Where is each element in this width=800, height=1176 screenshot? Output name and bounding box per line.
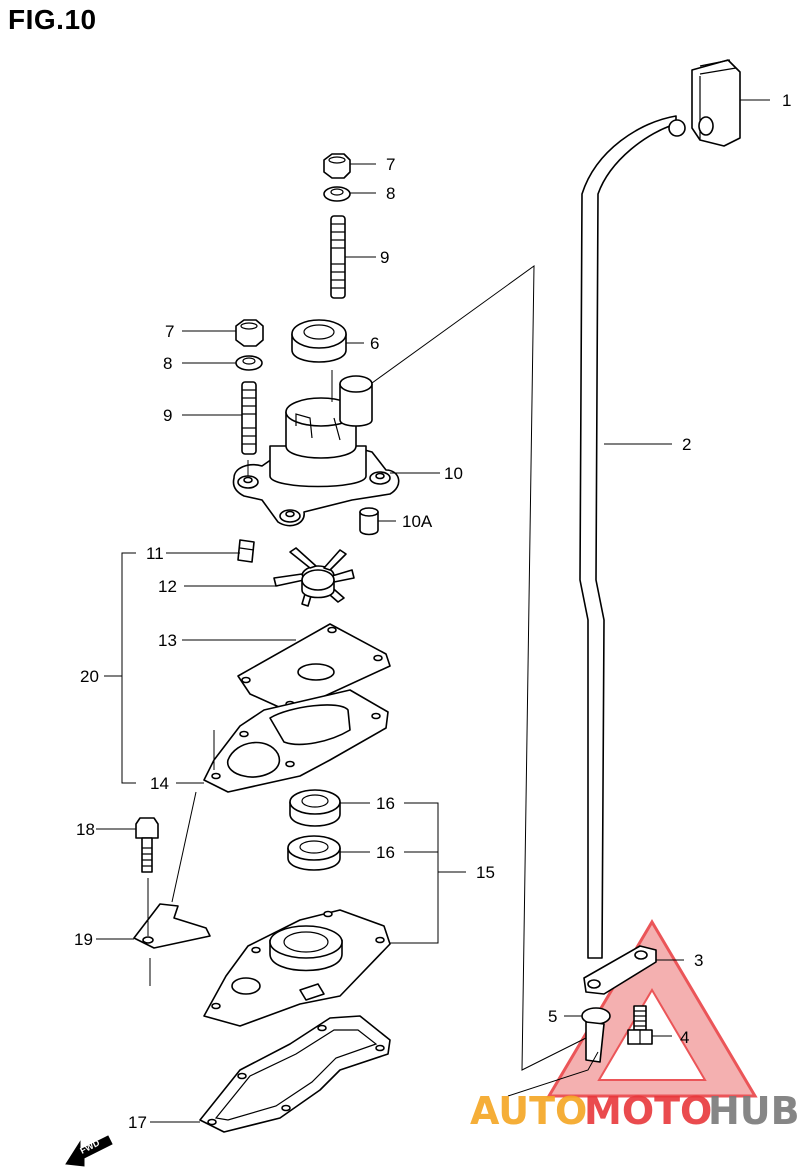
callout-labels: 1 2 3 4 5 6 7 8 9 7 8 9 10 10A 11 12 13 … bbox=[74, 91, 791, 1132]
callout-5: 5 bbox=[548, 1007, 557, 1026]
callout-8-top: 8 bbox=[386, 184, 395, 203]
part-lock-plate bbox=[133, 903, 211, 986]
part-bearing-16a bbox=[289, 789, 341, 827]
callout-14: 14 bbox=[150, 774, 169, 793]
watermark-text: AUTO MOTO HUB bbox=[470, 1089, 800, 1133]
part-pump-housing bbox=[232, 375, 400, 527]
part-washer-top bbox=[323, 186, 351, 202]
part-screw-4 bbox=[627, 1005, 653, 1045]
part-pump-case bbox=[203, 909, 391, 1027]
callout-12: 12 bbox=[158, 577, 177, 596]
part-grommet bbox=[691, 59, 741, 147]
part-key-11 bbox=[237, 539, 255, 563]
part-nut-mid bbox=[235, 319, 264, 347]
part-impeller bbox=[273, 547, 355, 607]
callout-18: 18 bbox=[76, 820, 95, 839]
callout-16-lower: 16 bbox=[376, 843, 395, 862]
callout-7-mid: 7 bbox=[165, 322, 174, 341]
part-clamp-plate bbox=[583, 945, 657, 995]
part-bearing-16b bbox=[287, 835, 341, 871]
part-gasket-17 bbox=[199, 1015, 391, 1133]
leader-lines bbox=[96, 99, 770, 1123]
watermark-moto: MOTO bbox=[584, 1089, 712, 1133]
callout-9-top: 9 bbox=[380, 248, 389, 267]
callout-4: 4 bbox=[680, 1028, 689, 1047]
part-nut-top bbox=[323, 153, 351, 179]
callout-2: 2 bbox=[682, 435, 691, 454]
part-washer-mid bbox=[235, 355, 263, 371]
part-bolt-18 bbox=[135, 817, 159, 873]
callout-10a: 10A bbox=[402, 512, 433, 531]
part-stud-top bbox=[330, 215, 346, 299]
callout-7-top: 7 bbox=[386, 155, 395, 174]
callout-15: 15 bbox=[476, 863, 495, 882]
callout-11: 11 bbox=[146, 544, 164, 563]
callout-8-mid: 8 bbox=[163, 354, 172, 373]
callout-16-upper: 16 bbox=[376, 794, 395, 813]
figure-title: FIG.10 bbox=[8, 4, 97, 35]
callout-17: 17 bbox=[128, 1113, 147, 1132]
callout-1: 1 bbox=[782, 91, 791, 110]
callout-19: 19 bbox=[74, 930, 93, 949]
part-water-tube bbox=[579, 115, 686, 959]
part-stud-mid bbox=[241, 381, 257, 455]
part-plate-13 bbox=[237, 623, 391, 713]
part-plug-5 bbox=[581, 1007, 611, 1063]
callout-13: 13 bbox=[158, 631, 177, 650]
callout-10: 10 bbox=[444, 464, 463, 483]
part-dowel-10a bbox=[359, 507, 379, 536]
part-gasket-14 bbox=[203, 689, 389, 793]
watermark-hub: HUB bbox=[708, 1089, 800, 1133]
callout-6: 6 bbox=[370, 334, 379, 353]
callout-20: 20 bbox=[80, 667, 99, 686]
callout-3: 3 bbox=[694, 951, 703, 970]
watermark-logo bbox=[546, 919, 758, 1098]
fwd-arrow: FWD bbox=[65, 1135, 113, 1167]
callout-9-mid: 9 bbox=[163, 406, 172, 425]
part-seal-6 bbox=[291, 319, 347, 363]
watermark-auto: AUTO bbox=[470, 1089, 587, 1133]
